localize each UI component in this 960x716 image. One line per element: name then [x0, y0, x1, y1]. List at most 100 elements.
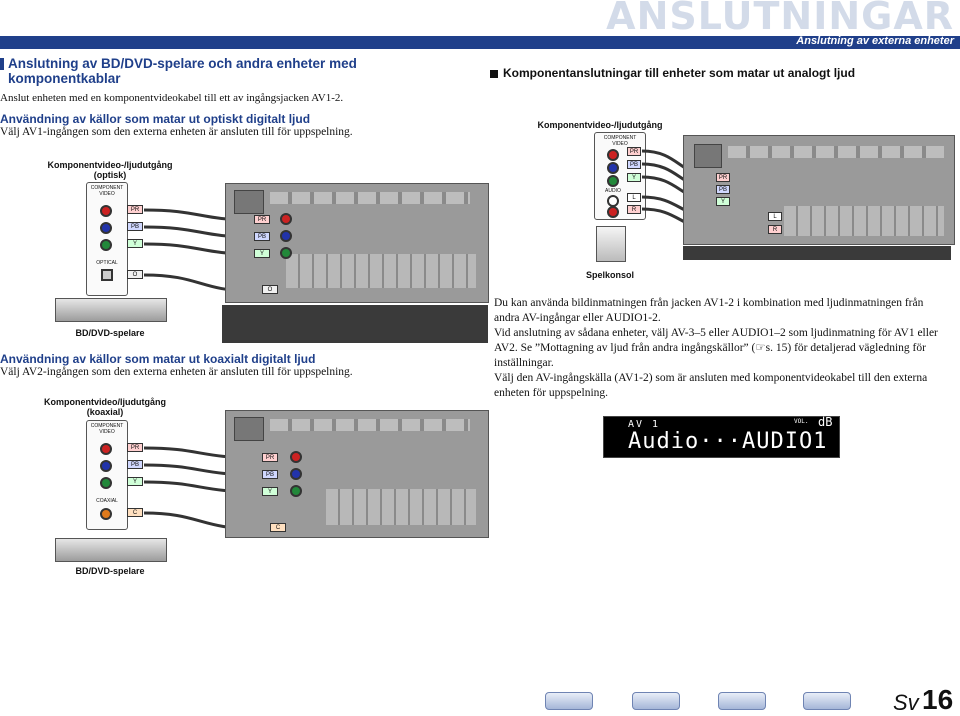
- display-input: AV 1: [628, 419, 661, 430]
- header-subtitle: Anslutning av externa enheter: [796, 35, 954, 47]
- rx-y-jack: [280, 247, 292, 259]
- rx-pr-jack: [280, 213, 292, 225]
- pb-plug: PB: [127, 460, 143, 469]
- video-label: VIDEO: [99, 191, 115, 197]
- rx-coaxial-plug: C: [270, 523, 286, 532]
- pb-plug: PB: [627, 160, 641, 169]
- rx-l-plug: L: [768, 212, 782, 221]
- hdmi-row: [728, 146, 944, 158]
- optical-heading: Användning av källor som matar ut optisk…: [0, 112, 311, 126]
- section-marker: [0, 58, 4, 70]
- paragraph-2: Vid anslutning av sådana enheter, välj A…: [494, 327, 938, 369]
- optical-output-panel: COMPONENT VIDEO OPTICAL: [86, 182, 128, 296]
- rx-pb-plug: PB: [254, 232, 270, 241]
- rx-pb-jack: [290, 468, 302, 480]
- coaxial-text: Välj AV2-ingången som den externa enhete…: [0, 366, 353, 378]
- component-label: COMPONENT: [90, 423, 124, 429]
- section-title-line2: komponentkablar: [8, 71, 121, 86]
- receiver-rear-panel-3: [683, 135, 955, 245]
- y-plug: Y: [627, 173, 641, 182]
- section-watermark: ANSLUTNINGAR: [606, 0, 954, 38]
- analog-device-label: Komponentvideo-/ljudutgång: [537, 120, 663, 130]
- section-title: Anslutning av BD/DVD-spelare och andra e…: [8, 56, 357, 86]
- coaxial-heading: Användning av källor som matar ut koaxia…: [0, 352, 316, 366]
- rx-pr-jack: [290, 451, 302, 463]
- bd-dvd-player-icon: [55, 538, 167, 562]
- analog-explanation: Du kan använda bildinmatningen från jack…: [494, 296, 946, 401]
- pr-plug: PR: [127, 205, 143, 214]
- component-label: COMPONENT: [90, 185, 124, 191]
- pb-plug: PB: [127, 222, 143, 231]
- pr-jack: [607, 149, 619, 161]
- rx-y-plug: Y: [262, 487, 278, 496]
- component-label: COMPONENT: [603, 135, 637, 141]
- nav-contents-button[interactable]: [545, 692, 593, 710]
- optical-device-label-line1: Komponentvideo-/ljudutgång: [47, 160, 173, 170]
- y-jack: [100, 239, 112, 251]
- y-jack: [100, 477, 112, 489]
- rx-pr-plug: PR: [716, 173, 730, 182]
- section-intro: Anslut enheten med en komponentvideokabe…: [0, 92, 344, 104]
- pr-plug: PR: [627, 147, 641, 156]
- speaker-terminals: [286, 254, 476, 288]
- receiver-foot: [683, 246, 951, 260]
- header-bar: [0, 36, 960, 49]
- audio-label: AUDIO: [605, 188, 621, 194]
- rx-pb-plug: PB: [716, 185, 730, 194]
- rx-y-plug: Y: [716, 197, 730, 206]
- display-volume-label: VOL.: [794, 418, 809, 425]
- antenna-terminal: [234, 190, 264, 214]
- optical-plug: O: [127, 270, 143, 279]
- pr-jack: [100, 443, 112, 455]
- display-audio-source: Audio···AUDIO1: [628, 429, 828, 454]
- analog-heading: Komponentanslutningar till enheter som m…: [503, 66, 856, 80]
- pb-jack: [100, 460, 112, 472]
- nav-front-panel-button[interactable]: [632, 692, 680, 710]
- antenna-terminal: [234, 417, 264, 441]
- rx-y-plug: Y: [254, 249, 270, 258]
- bd-dvd-player-icon: [55, 298, 167, 322]
- console-label: Spelkonsol: [585, 270, 634, 280]
- speaker-terminals: [326, 489, 476, 525]
- paragraph-1: Du kan använda bildinmatningen från jack…: [494, 297, 924, 324]
- optical-device-label: Komponentvideo-/ljudutgång (optisk): [30, 160, 190, 180]
- optical-device-label-line2: (optisk): [93, 170, 127, 180]
- receiver-rear-panel: [225, 183, 489, 303]
- y-plug: Y: [127, 477, 143, 486]
- optical-text: Välj AV1-ingången som den externa enhete…: [0, 126, 353, 138]
- paragraph-3: Välj den AV-ingångskälla (AV1-2) som är …: [494, 372, 928, 399]
- optical-player-label: BD/DVD-spelare: [75, 328, 145, 338]
- display-db-label: dB: [818, 415, 833, 429]
- pr-jack: [100, 205, 112, 217]
- coaxial-label: COAXIAL: [96, 498, 118, 504]
- coaxial-device-label: Komponentvideo/ljudutgång (koaxial): [25, 397, 185, 417]
- y-plug: Y: [127, 239, 143, 248]
- section-title-line1: Anslutning av BD/DVD-spelare och andra e…: [8, 56, 357, 71]
- receiver-foot: [222, 305, 488, 343]
- coaxial-jack: [100, 508, 112, 520]
- language-code: Sv: [893, 690, 919, 715]
- hdmi-row: [270, 192, 470, 204]
- hdmi-row: [270, 419, 470, 431]
- rx-pb-jack: [280, 230, 292, 242]
- rx-r-plug: R: [768, 225, 782, 234]
- rx-y-jack: [290, 485, 302, 497]
- rx-pb-plug: PB: [262, 470, 278, 479]
- nav-remote-button[interactable]: [718, 692, 766, 710]
- rx-pr-plug: PR: [262, 453, 278, 462]
- antenna-terminal: [694, 144, 722, 168]
- optical-label: OPTICAL: [96, 260, 118, 266]
- pr-plug: PR: [127, 443, 143, 452]
- nav-index-button[interactable]: [803, 692, 851, 710]
- game-console-icon: [596, 226, 626, 262]
- pb-jack: [607, 162, 619, 174]
- optical-jack: [101, 269, 113, 281]
- y-jack: [607, 175, 619, 187]
- r-plug: R: [627, 205, 641, 214]
- speaker-terminals: [784, 206, 944, 236]
- rx-optical-plug: O: [262, 285, 278, 294]
- coaxial-device-label-line1: Komponentvideo/ljudutgång: [44, 397, 166, 407]
- coaxial-output-panel: COMPONENT VIDEO COAXIAL: [86, 420, 128, 530]
- coaxial-device-label-line2: (koaxial): [86, 407, 124, 417]
- heading-bullet-icon: [490, 70, 498, 78]
